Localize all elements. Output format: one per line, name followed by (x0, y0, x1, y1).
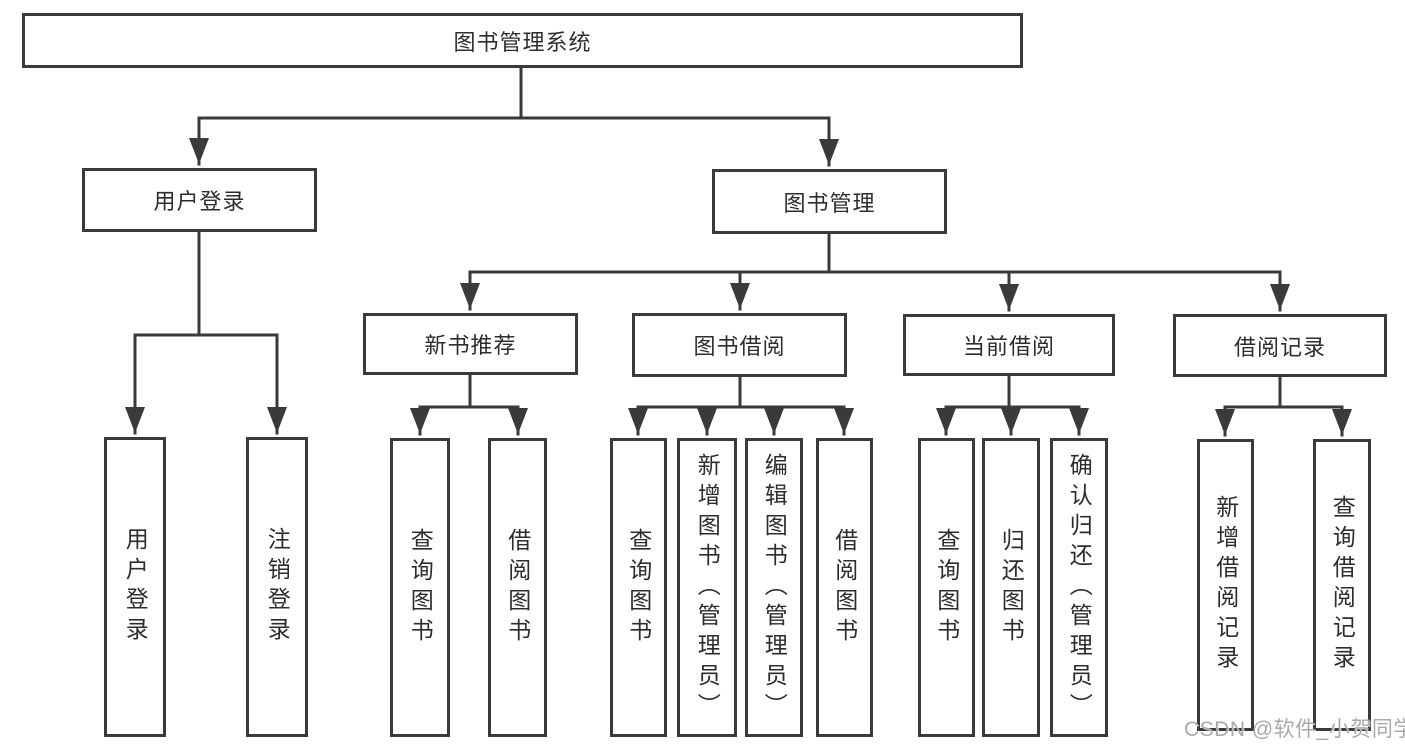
leaf-query-book-3: 查询图书 (918, 438, 975, 737)
node-label: 查询图书 (407, 527, 434, 648)
node-label: 新增借阅记录 (1212, 495, 1239, 675)
leaf-query-book-1: 查询图书 (390, 438, 450, 737)
node-label: 借阅图书 (831, 527, 858, 648)
node-label: 确认归还（管理员） (1066, 452, 1093, 723)
node-book-management: 图书管理 (712, 169, 947, 234)
connector-skeleton (133, 66, 1344, 409)
node-label: 借阅图书 (504, 527, 531, 648)
node-label: 用户登录 (122, 527, 149, 647)
node-label: 编辑图书（管理员） (761, 452, 788, 723)
node-label: 注销登录 (264, 527, 291, 647)
node-label: 借阅记录 (1233, 334, 1326, 360)
node-label: 当前借阅 (962, 334, 1055, 359)
leaf-borrow-book-1: 借阅图书 (488, 438, 547, 737)
node-borrow-record: 借阅记录 (1173, 314, 1387, 377)
leaf-logout: 注销登录 (246, 437, 308, 737)
node-label: 新书推荐 (424, 333, 517, 358)
node-label: 图书管理系统 (453, 29, 592, 55)
csdn-watermark: CSDN @软件_小贺同学 (1184, 718, 1405, 741)
leaf-return-book: 归还图书 (982, 438, 1040, 737)
node-label: 用户登录 (153, 189, 246, 214)
node-new-book-recommend: 新书推荐 (363, 313, 578, 375)
node-book-borrow: 图书借阅 (632, 313, 847, 377)
node-label: 查询借阅记录 (1329, 495, 1356, 675)
node-label: 归还图书 (998, 527, 1025, 648)
leaf-query-book-2: 查询图书 (610, 438, 667, 737)
leaf-add-borrow-record: 新增借阅记录 (1197, 439, 1254, 731)
node-user-login: 用户登录 (82, 168, 317, 232)
leaf-add-book-admin: 新增图书（管理员） (677, 438, 737, 737)
node-label: 查询图书 (933, 527, 960, 648)
leaf-confirm-return-admin: 确认归还（管理员） (1050, 438, 1108, 737)
leaf-query-borrow-record: 查询借阅记录 (1313, 439, 1371, 731)
node-label: 新增图书（管理员） (694, 452, 721, 723)
node-label: 查询图书 (625, 527, 652, 648)
leaf-borrow-book-2: 借阅图书 (816, 438, 873, 737)
leaf-user-login: 用户登录 (104, 437, 166, 737)
node-label: 图书管理 (783, 190, 876, 216)
leaf-edit-book-admin: 编辑图书（管理员） (745, 438, 803, 737)
node-root-system: 图书管理系统 (22, 13, 1023, 68)
node-label: 图书借阅 (693, 334, 786, 359)
node-current-borrow: 当前借阅 (903, 314, 1115, 376)
